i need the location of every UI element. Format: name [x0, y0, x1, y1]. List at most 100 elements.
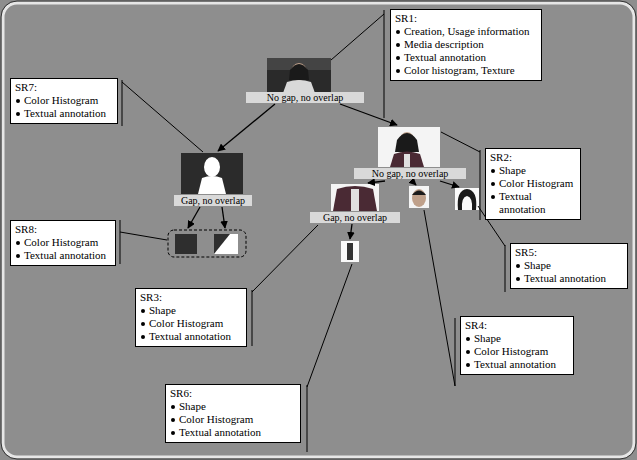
bullet-text: Shape — [474, 332, 501, 344]
description-box: SR3:ShapeColor HistogramTextual annotati… — [135, 288, 247, 347]
bullet-text: Textual annotation — [149, 330, 231, 342]
bullet-item: Color histogram, Texture — [395, 64, 536, 77]
background-pieces — [168, 230, 246, 257]
bullet-item: Media description — [395, 38, 536, 51]
bullet-item: Shape — [140, 304, 241, 317]
box-heading: SR3: — [140, 291, 241, 304]
bullet-text: Textual annotation — [24, 107, 106, 119]
bullet-dot — [396, 69, 400, 73]
bullet-text: Textual annotation — [404, 51, 486, 63]
bullet-text: Shape — [179, 400, 206, 412]
bullet-dot — [491, 195, 495, 199]
bullet-text: Shape — [149, 304, 176, 316]
bullet-item: Textual annotation — [15, 249, 110, 262]
bullet-item: Textual annotation — [490, 190, 575, 216]
bullet-dot — [141, 335, 145, 339]
bullet-dot — [396, 30, 400, 34]
bullet-item: Shape — [170, 400, 295, 413]
description-box: SR5:ShapeTextual annotation — [510, 243, 628, 289]
bullet-dot — [141, 309, 145, 313]
description-box: SR7:Color HistogramTextual annotation — [10, 78, 118, 124]
box-heading: SR2: — [490, 151, 575, 164]
bullet-item: Textual annotation — [15, 107, 112, 120]
bullet-text: Textual annotation — [474, 358, 556, 370]
description-box: SR1:Creation, Usage informationMedia des… — [390, 9, 542, 81]
bullet-text: Color Histogram — [24, 94, 98, 106]
bullet-dot — [16, 99, 20, 103]
description-box: SR4:ShapeColor HistogramTextual annotati… — [460, 316, 574, 375]
photo-face — [409, 186, 429, 208]
bullet-text: Color Histogram — [474, 345, 548, 357]
bullet-dot — [516, 264, 520, 268]
bullet-dot — [141, 322, 145, 326]
bullet-dot — [16, 241, 20, 245]
photo-background — [181, 153, 243, 194]
bullet-dot — [491, 182, 495, 186]
description-box: SR8:Color HistogramTextual annotation — [10, 220, 116, 266]
description-box: SR2:ShapeColor HistogramTextual annotati… — [485, 148, 581, 220]
bullet-item: Textual annotation — [395, 51, 536, 64]
bullet-item: Color Histogram — [170, 413, 295, 426]
bullet-dot — [466, 337, 470, 341]
description-box: SR6:ShapeColor HistogramTextual annotati… — [165, 384, 301, 443]
bullet-dot — [16, 254, 20, 258]
box-heading: SR1: — [395, 12, 536, 25]
box-heading: SR6: — [170, 387, 295, 400]
bullet-dot — [491, 169, 495, 173]
bullet-dot — [396, 56, 400, 60]
bullet-item: Color Histogram — [15, 236, 110, 249]
bullet-text: Color Histogram — [24, 236, 98, 248]
relation-band: No gap, no overlap — [246, 92, 364, 103]
bullet-text: Textual annotation — [179, 426, 261, 438]
bullet-text: Shape — [524, 259, 551, 271]
bullet-item: Color Histogram — [490, 177, 575, 190]
bullet-text: Textual annotation — [499, 190, 545, 215]
bullet-item: Color Histogram — [465, 345, 568, 358]
photo-full — [267, 58, 331, 93]
box-heading: SR5: — [515, 246, 622, 259]
bullet-dot — [171, 405, 175, 409]
box-heading: SR8: — [15, 223, 110, 236]
bullet-dot — [171, 418, 175, 422]
photo-badge — [341, 241, 359, 262]
bullet-dot — [466, 350, 470, 354]
relation-label: Gap, no overlap — [181, 195, 245, 206]
bullet-dot — [396, 43, 400, 47]
bullet-item: Shape — [465, 332, 568, 345]
bullet-text: Color histogram, Texture — [404, 64, 515, 76]
relation-band: Gap, no overlap — [310, 212, 400, 223]
bullet-text: Color Histogram — [499, 177, 573, 189]
bullet-item: Textual annotation — [170, 426, 295, 439]
bullet-text: Textual annotation — [524, 272, 606, 284]
photo-person — [378, 127, 440, 167]
bullet-item: Textual annotation — [515, 272, 622, 285]
bullet-text: Color Histogram — [179, 413, 253, 425]
bullet-text: Textual annotation — [24, 249, 106, 261]
box-heading: SR4: — [465, 319, 568, 332]
bullet-text: Color Histogram — [149, 317, 223, 329]
relation-label: No gap, no overlap — [267, 92, 344, 103]
photo-hair — [455, 188, 479, 210]
tree-arrows — [188, 104, 459, 239]
photo-torso — [331, 184, 379, 211]
bullet-dot — [16, 112, 20, 116]
bullet-item: Textual annotation — [465, 358, 568, 371]
relation-label: No gap, no overlap — [372, 168, 449, 179]
bullet-dot — [516, 277, 520, 281]
bullet-item: Shape — [490, 164, 575, 177]
bullet-dot — [171, 431, 175, 435]
bullet-item: Color Histogram — [15, 94, 112, 107]
bullet-text: Media description — [404, 38, 484, 50]
bullet-item: Creation, Usage information — [395, 25, 536, 38]
bullet-item: Shape — [515, 259, 622, 272]
bullet-text: Shape — [499, 164, 526, 176]
bullet-dot — [466, 363, 470, 367]
bullet-item: Color Histogram — [140, 317, 241, 330]
relation-band: No gap, no overlap — [354, 168, 466, 179]
frame — [3, 3, 634, 457]
bullet-item: Textual annotation — [140, 330, 241, 343]
relation-label: Gap, no overlap — [323, 212, 387, 223]
bullet-text: Creation, Usage information — [404, 25, 530, 37]
relation-band: Gap, no overlap — [174, 195, 252, 206]
